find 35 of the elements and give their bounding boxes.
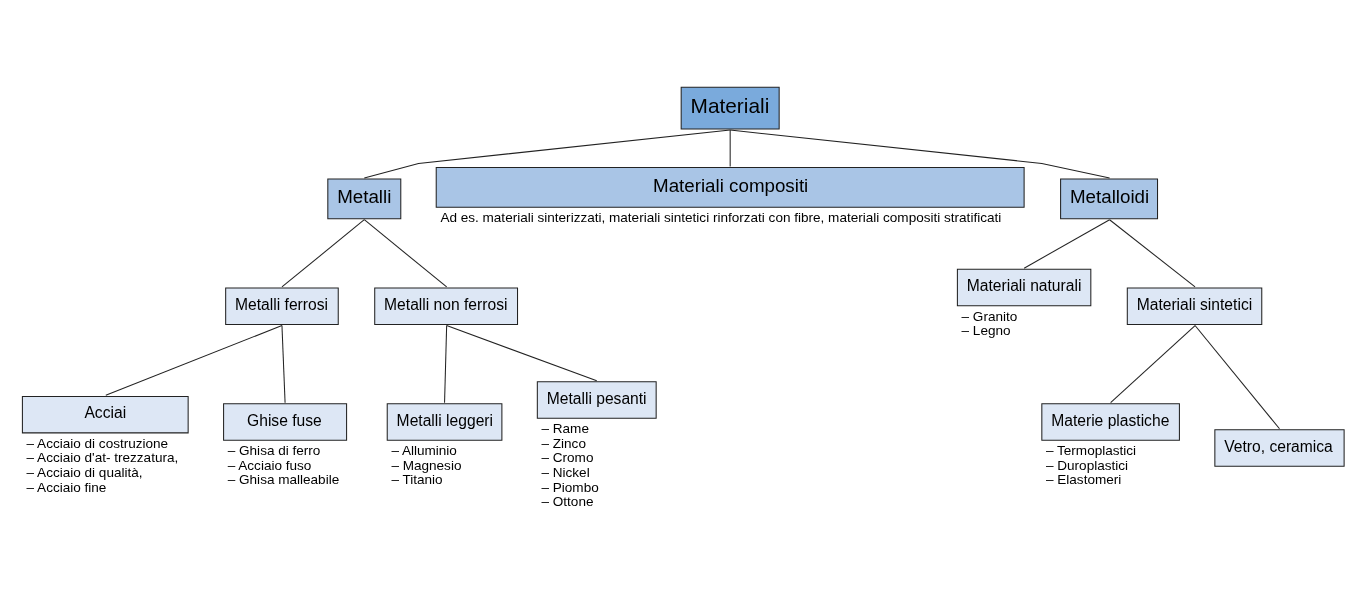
node-label: – Legno xyxy=(961,323,1011,339)
node-label: – Acciaio di costruzione xyxy=(26,435,169,451)
connector xyxy=(363,129,731,179)
node-label: – Alluminio xyxy=(391,443,457,459)
connector xyxy=(729,129,1111,179)
connector xyxy=(729,129,731,168)
node-label: – Zinco xyxy=(541,435,586,451)
connector xyxy=(281,325,286,404)
node-label: – Ottone xyxy=(541,494,594,510)
connector xyxy=(363,219,448,288)
node-label: – Ghisa malleabile xyxy=(227,472,340,488)
connector xyxy=(1194,325,1280,430)
node-label: – Termoplastici xyxy=(1046,443,1137,459)
node-label: – Magnesio xyxy=(391,457,462,473)
node-label: – Acciaio di qualità, xyxy=(26,465,143,481)
node-label: – Granito xyxy=(961,308,1018,324)
node-label: – Piombo xyxy=(541,479,599,495)
connector xyxy=(1109,219,1196,288)
connector xyxy=(105,325,283,396)
connector xyxy=(446,325,598,382)
connector xyxy=(1023,219,1111,269)
node-label: – Acciaio fuso xyxy=(227,457,312,473)
node-label: – Titanio xyxy=(391,472,443,488)
node-label: Ad es. materiali sinterizzati, materiali sintetici rinforzati con fibre, materiali compositi stratificati xyxy=(440,210,1002,226)
node-label: – Elastomeri xyxy=(1046,472,1122,488)
connector xyxy=(444,325,448,404)
node-label: – Nickel xyxy=(541,465,590,481)
connector xyxy=(1110,325,1196,404)
node-label: – Acciaio fine xyxy=(26,479,107,495)
node-label: – Ghisa di ferro xyxy=(227,443,321,459)
connector xyxy=(281,219,365,288)
node-label: – Acciaio d'at- trezzatura, xyxy=(26,450,179,466)
node-label: – Duroplastici xyxy=(1046,457,1129,473)
node-label: – Cromo xyxy=(541,450,594,466)
node-label: – Rame xyxy=(541,421,589,437)
